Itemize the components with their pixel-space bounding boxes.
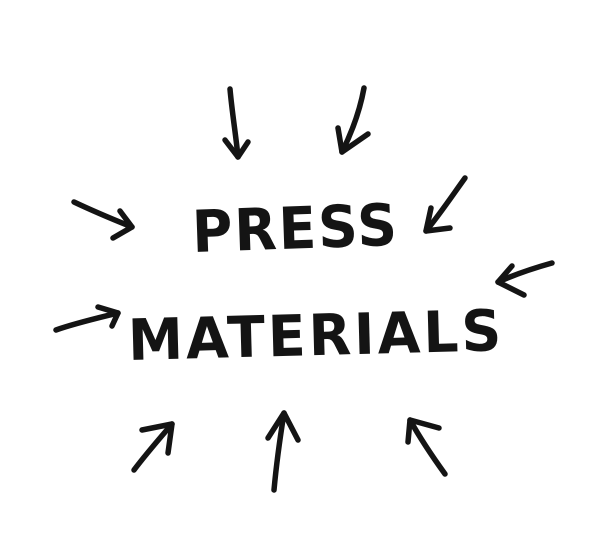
- arrow-right: [495, 260, 555, 298]
- arrow-bottom-right: [405, 417, 448, 477]
- arrow-top-left: [222, 86, 251, 160]
- press-text: PRESS: [190, 190, 400, 266]
- arrow-bottom-left: [131, 421, 175, 473]
- arrow-right-upper: [423, 175, 468, 234]
- arrow-left-upper: [71, 199, 135, 241]
- arrow-bottom-center: [265, 410, 301, 493]
- arrow-left-lower: [53, 304, 121, 333]
- arrow-top-right: [335, 85, 371, 155]
- materials-text: MATERIALS: [127, 298, 505, 374]
